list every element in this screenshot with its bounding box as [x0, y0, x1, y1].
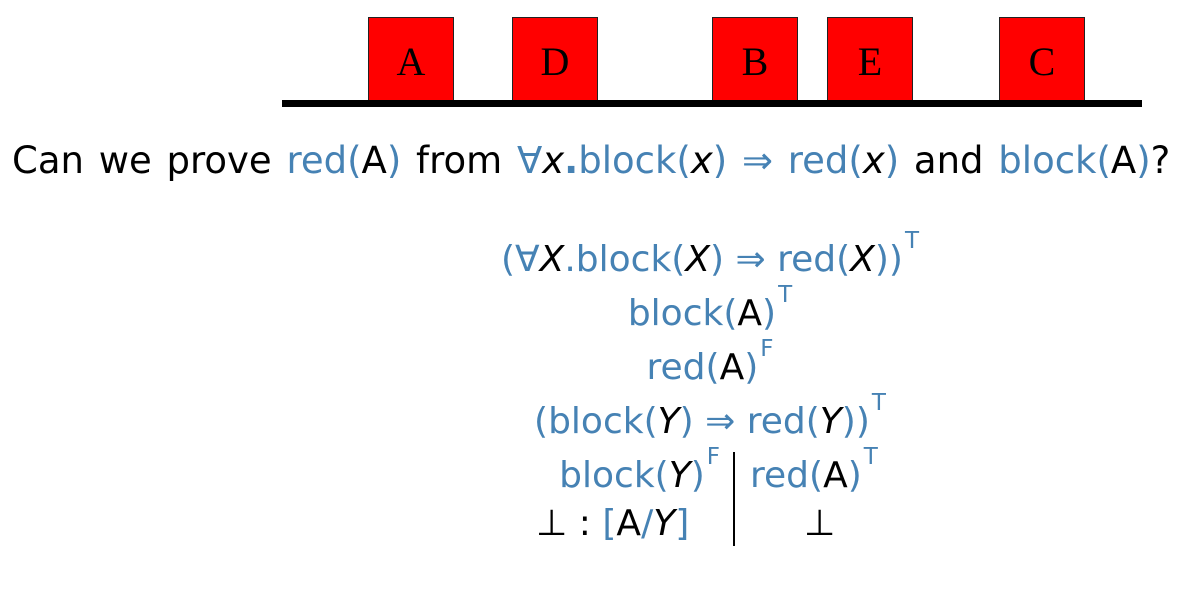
variable: X	[850, 239, 875, 280]
paren: )	[884, 139, 900, 182]
truth-mark: F	[760, 336, 774, 362]
paren: (	[848, 139, 863, 182]
truth-mark: F	[706, 444, 720, 470]
paren: (	[347, 139, 362, 182]
paren: )	[712, 139, 728, 182]
right-branch-formula: red(A)T	[750, 444, 1050, 502]
truth-mark: T	[863, 444, 878, 470]
formula-part: red(	[646, 347, 720, 388]
tableau-line-4: (block(Y) ⇒ red(Y))T	[310, 390, 1110, 448]
tableau-line-3: red(A)F	[310, 336, 1110, 394]
dot: .	[564, 139, 579, 182]
block-a: A	[368, 17, 454, 102]
implies-symbol: ⇒	[727, 139, 788, 182]
argument: A	[737, 293, 763, 334]
formula-part: (∀	[500, 239, 540, 280]
formula-part: ) ⇒ red(	[679, 401, 820, 442]
goal-predicate: red	[286, 139, 348, 182]
variable: Y	[668, 455, 691, 496]
formula-part: block(	[559, 455, 669, 496]
bottom-symbol: ⊥	[536, 503, 568, 544]
table-surface	[282, 100, 1142, 107]
variable: x	[862, 139, 885, 182]
formula-part: ) ⇒ red(	[710, 239, 851, 280]
branch-divider	[733, 452, 735, 546]
formula-part: )	[847, 455, 862, 496]
variable: x	[690, 139, 713, 182]
truth-mark: T	[778, 282, 793, 308]
predicate: red	[787, 139, 849, 182]
substitution-variable: Y	[653, 503, 676, 544]
truth-mark: T	[871, 390, 886, 416]
forall-symbol: ∀	[516, 139, 543, 182]
variable: Y	[819, 401, 842, 442]
question-part: and	[899, 139, 999, 182]
block-e: E	[827, 17, 913, 102]
substitution-bracket: ]	[675, 503, 690, 544]
question-mark: ?	[1150, 139, 1171, 182]
substitution-term: A	[616, 503, 642, 544]
tableau-line-2: block(A)T	[310, 282, 1110, 340]
block-b: B	[712, 17, 798, 102]
formula-part: ))	[874, 239, 903, 280]
right-branch-closure: ⊥	[804, 502, 835, 546]
question-part: Can we prove	[12, 139, 287, 182]
tableau-line-1: (∀X.block(X) ⇒ red(X))T	[310, 228, 1110, 286]
question-part: from	[401, 139, 517, 182]
bottom-symbol: ⊥	[804, 503, 836, 544]
variable: Y	[657, 401, 680, 442]
substitution-slash: /	[641, 503, 654, 544]
formula-part: (block(	[534, 401, 658, 442]
formula-part: )	[690, 455, 705, 496]
variable: X	[685, 239, 711, 280]
argument: A	[823, 455, 848, 496]
predicate: block	[578, 139, 677, 182]
paren: (	[676, 139, 691, 182]
formula-part: red(	[750, 455, 824, 496]
variable: X	[539, 239, 565, 280]
block-c: C	[999, 17, 1085, 102]
left-branch-formula: block(Y)F	[420, 444, 720, 502]
argument: A	[719, 347, 745, 388]
formula-part: )	[762, 293, 777, 334]
left-branch-closure: ⊥ : [A/Y]	[536, 502, 689, 546]
formula-part: )	[744, 347, 759, 388]
paren: )	[1136, 139, 1151, 182]
truth-mark: T	[904, 228, 919, 254]
block-d: D	[512, 17, 598, 102]
goal-argument: A	[361, 139, 387, 182]
paren: (	[1096, 139, 1111, 182]
formula-part: .block(	[564, 239, 686, 280]
paren: )	[386, 139, 402, 182]
variable: x	[542, 139, 565, 182]
argument: A	[1110, 139, 1137, 182]
question-text: Can we prove red(A) from ∀x.block(x) ⇒ r…	[12, 137, 1192, 185]
substitution-bracket: [	[602, 503, 617, 544]
formula-part: ))	[841, 401, 870, 442]
separator: :	[567, 503, 603, 544]
formula-part: block(	[627, 293, 738, 334]
predicate: block	[998, 139, 1097, 182]
